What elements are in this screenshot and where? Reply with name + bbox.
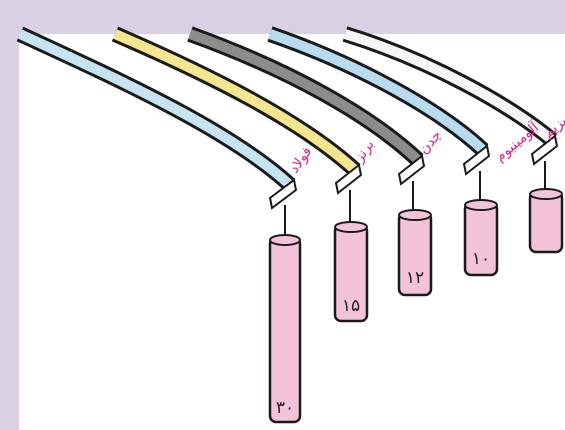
weight-bronze: ۱۵ xyxy=(335,190,367,321)
weight-aluminium-value: ۱۰ xyxy=(472,249,490,269)
weight-steel: ۳۰ xyxy=(270,205,300,422)
label-steel: فولاد xyxy=(286,144,315,176)
weight-cast-iron-value: ۱۲ xyxy=(406,268,424,288)
weight-steel-value: ۳۰ xyxy=(276,398,294,418)
weight-bronze-value: ۱۵ xyxy=(342,296,360,316)
weight-cast-iron: ۱۲ xyxy=(399,181,431,295)
weight-magnesium xyxy=(530,161,562,252)
weight-aluminium: ۱۰ xyxy=(465,171,497,275)
